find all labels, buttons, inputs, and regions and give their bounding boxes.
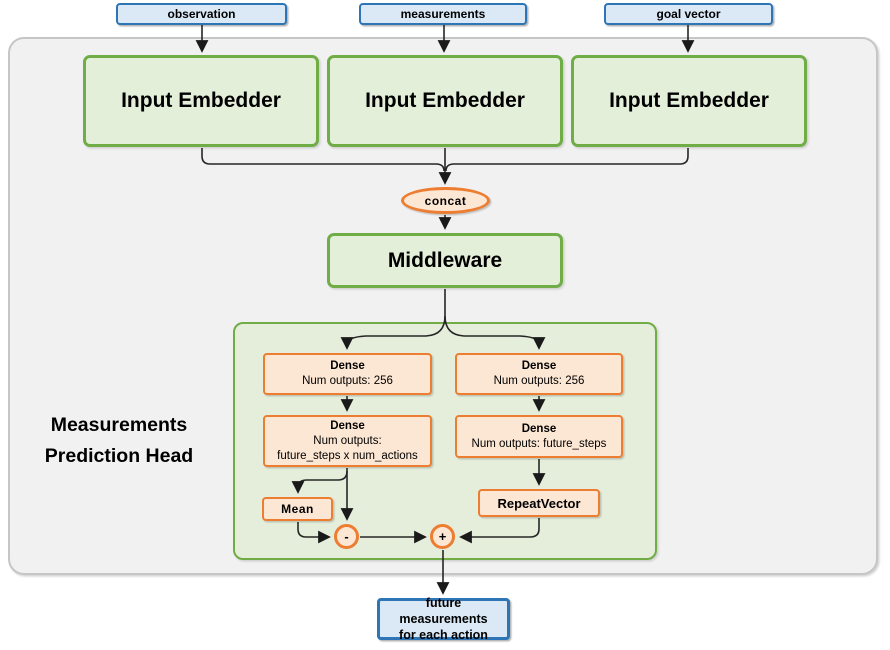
dense-title: Dense <box>330 419 365 432</box>
input-chip-label: measurements <box>400 7 486 21</box>
dense-detail: future_steps x num_actions <box>277 449 418 462</box>
dense-title: Dense <box>521 422 557 435</box>
input-embedder-label: Input Embedder <box>609 89 769 112</box>
input-chip-label: observation <box>167 7 236 21</box>
prediction-head-title-line1: Measurements <box>50 414 188 436</box>
input-embedder-box-1: Input Embedder <box>83 55 319 147</box>
mean-label: Mean <box>281 501 314 516</box>
output-label-line1: future measurements <box>399 596 488 626</box>
middleware-box: Middleware <box>327 233 563 288</box>
input-chip-observation: observation <box>116 3 287 25</box>
input-chip-label: goal vector <box>656 7 721 21</box>
dense-left-1: Dense Num outputs: 256 <box>263 353 432 395</box>
dense-right-2: Dense Num outputs: future_steps <box>455 415 623 458</box>
input-embedder-label: Input Embedder <box>121 89 281 112</box>
input-chip-goal-vector: goal vector <box>604 3 773 25</box>
dense-left-2: Dense Num outputs: future_steps x num_ac… <box>263 415 432 467</box>
output-label-line2: for each action <box>399 628 488 642</box>
prediction-head-title: Measurements Prediction Head <box>10 410 228 472</box>
repeat-vector-box: RepeatVector <box>478 489 600 517</box>
input-embedder-box-2: Input Embedder <box>327 55 563 147</box>
dense-detail: Num outputs: 256 <box>493 375 585 387</box>
subtract-label: - <box>344 529 349 544</box>
input-chip-measurements: measurements <box>359 3 527 25</box>
concat-node: concat <box>401 187 490 214</box>
input-embedder-label: Input Embedder <box>365 89 525 112</box>
repeat-vector-label: RepeatVector <box>497 495 581 511</box>
dense-right-1: Dense Num outputs: 256 <box>455 353 623 395</box>
input-embedder-box-3: Input Embedder <box>571 55 807 147</box>
mean-box: Mean <box>262 497 333 521</box>
output-box: future measurements for each action <box>377 596 510 642</box>
add-label: + <box>438 529 447 544</box>
subtract-node: - <box>334 524 359 549</box>
concat-label: concat <box>424 193 467 208</box>
dense-title: Dense <box>521 360 557 372</box>
add-node: + <box>430 524 455 549</box>
dense-title: Dense <box>330 360 365 372</box>
prediction-head-title-line2: Prediction Head <box>44 445 194 467</box>
middleware-label: Middleware <box>387 248 503 272</box>
dense-detail: Num outputs: 256 <box>302 375 393 387</box>
dense-detail: Num outputs: <box>313 434 382 447</box>
dense-detail: Num outputs: future_steps <box>471 437 607 450</box>
